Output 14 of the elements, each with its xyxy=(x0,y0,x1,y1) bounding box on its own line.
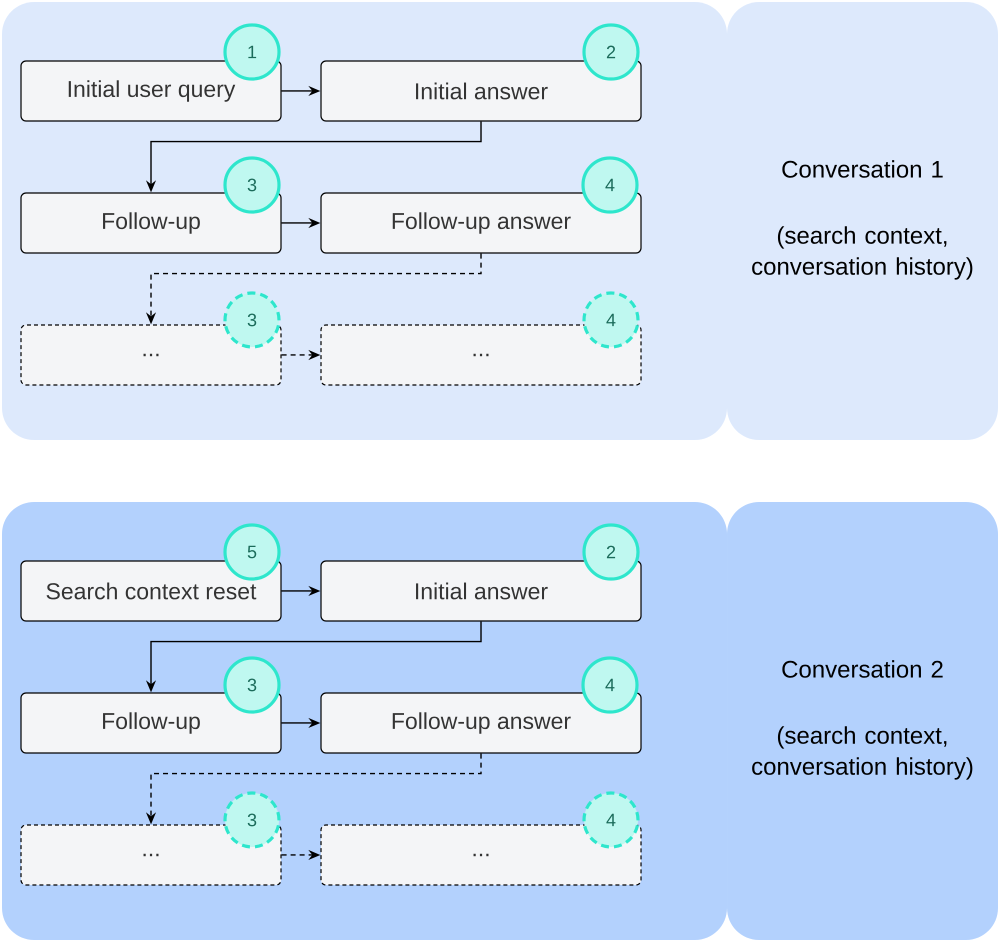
side-panel: Conversation 1 (search context, conversation history) xyxy=(727,2,998,440)
step-box: Follow-up answer xyxy=(320,192,642,254)
step-box: Initial answer xyxy=(320,60,642,122)
step-box: Follow-up answer xyxy=(320,692,642,754)
step-box: Search context reset xyxy=(20,560,282,622)
side-panel: Conversation 2 (search context, conversation history) xyxy=(727,502,998,940)
node-label: Conversation 1 xyxy=(782,160,943,178)
step-box: Follow-up xyxy=(20,192,282,254)
node-label: Conversation 2 xyxy=(782,660,943,678)
step-box: Initial user query xyxy=(20,60,282,122)
step-box: Follow-up xyxy=(20,692,282,754)
step-box: Initial answer xyxy=(320,560,642,622)
node-label: (search context, conversation history) xyxy=(752,726,972,780)
node-label: (search context, conversation history) xyxy=(752,226,972,280)
